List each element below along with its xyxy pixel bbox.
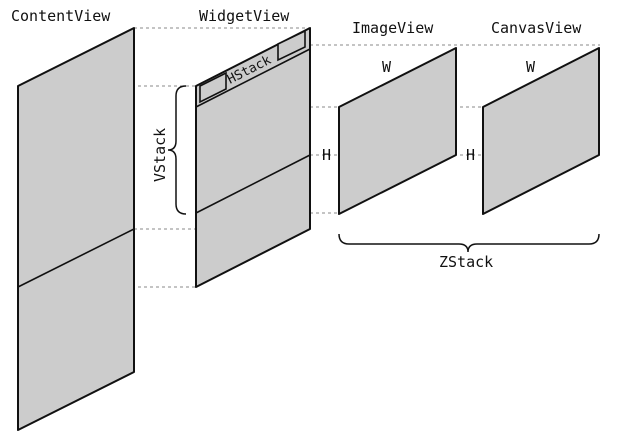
image-view-label: ImageView	[352, 19, 434, 37]
view-labels: ContentView WidgetView ImageView CanvasV…	[11, 7, 582, 37]
content-view-shape	[17, 27, 135, 431]
canvas-view-height-label: H	[466, 146, 475, 164]
widget-view-label: WidgetView	[199, 7, 290, 25]
image-view-shape	[338, 47, 457, 215]
hstack-right-item	[277, 29, 306, 62]
image-view-panel: W H	[322, 47, 457, 215]
zstack-brace: ZStack	[338, 233, 600, 271]
vstack-brace-shape	[167, 85, 187, 215]
content-view-divider	[17, 228, 135, 288]
image-view-width-label: W	[382, 58, 392, 76]
vstack-label: VStack	[151, 128, 169, 182]
hstack-left-item	[199, 71, 227, 104]
canvas-view-panel: W H	[466, 47, 600, 215]
widget-view-header-line	[195, 48, 311, 108]
zstack-brace-shape	[338, 233, 600, 253]
canvas-view-width-label: W	[526, 58, 536, 76]
content-view-panel	[17, 27, 135, 431]
canvas-view-label: CanvasView	[491, 19, 582, 37]
vstack-brace: VStack	[151, 85, 187, 215]
zstack-label: ZStack	[439, 253, 493, 271]
content-view-label: ContentView	[11, 7, 111, 25]
widget-view-divider	[195, 154, 311, 214]
image-view-height-label: H	[322, 146, 331, 164]
canvas-view-shape	[482, 47, 600, 215]
widget-view-panel: HStack	[195, 27, 311, 288]
